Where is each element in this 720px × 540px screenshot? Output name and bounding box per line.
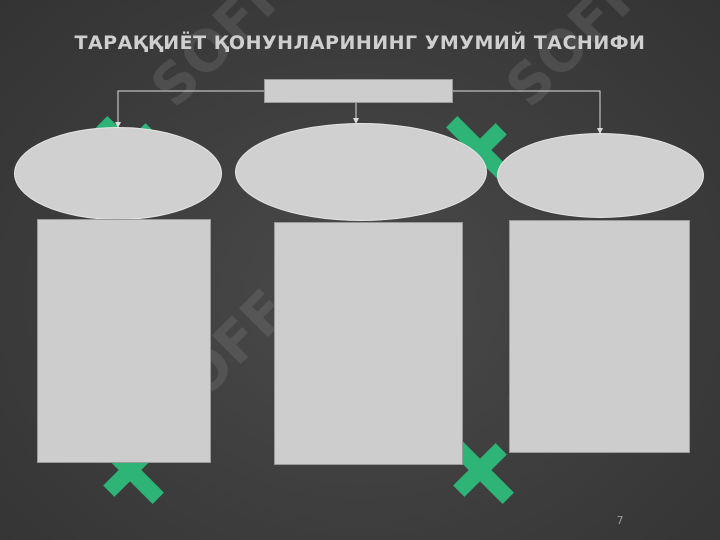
category-ellipse-3 xyxy=(497,133,704,218)
category-ellipse-2 xyxy=(235,123,487,221)
category-box-1 xyxy=(37,219,211,463)
category-ellipse-1 xyxy=(14,127,222,220)
category-box-2 xyxy=(274,222,463,465)
slide-title: ТАРАҚҚИЁТ ҚОНУНЛАРИНИНГ УМУМИЙ ТАСНИФИ xyxy=(74,32,646,54)
category-box-3 xyxy=(509,220,690,453)
page-number: 7 xyxy=(616,514,624,527)
root-box xyxy=(264,79,453,103)
